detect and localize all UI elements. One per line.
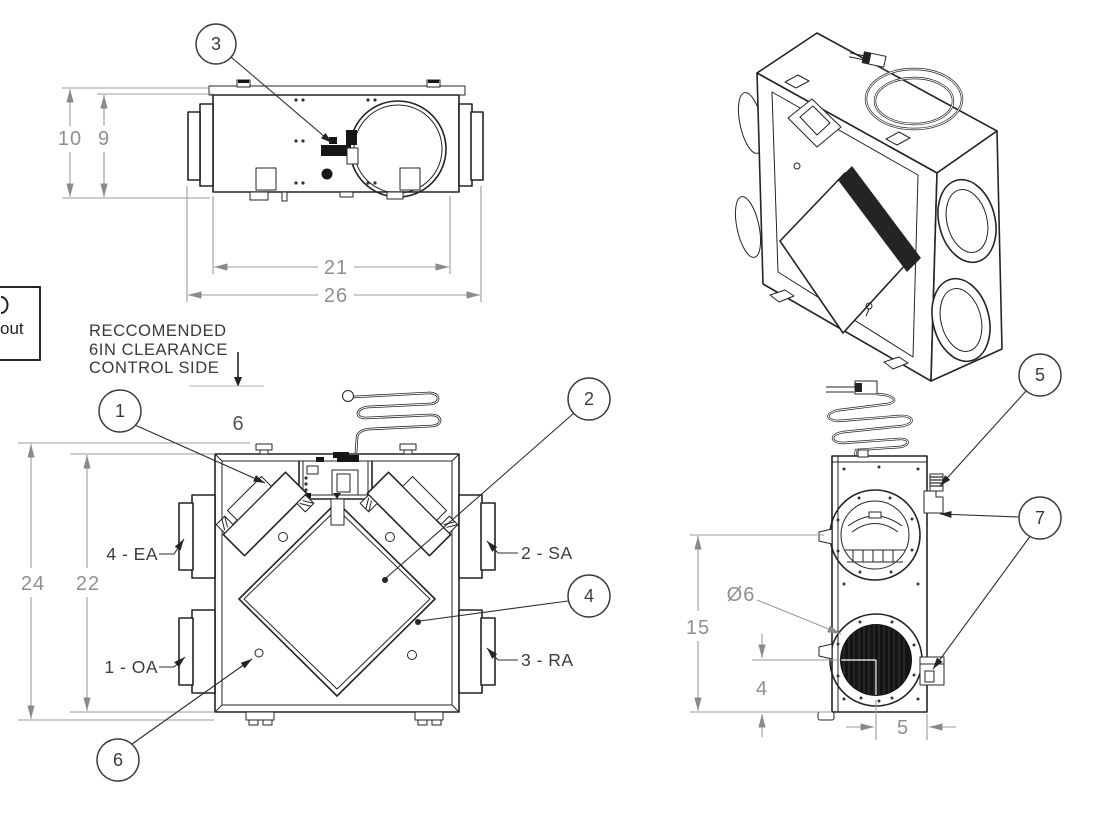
top-view-left-duct-collar — [187, 103, 214, 187]
clearance-line-3: CONTROL SIDE — [89, 359, 219, 377]
balloon-callout-4: 4 — [415, 574, 611, 625]
fan-assembly-right — [359, 471, 459, 557]
electrical-box-bottom — [919, 656, 945, 686]
dim-front-heights: 24 22 — [18, 442, 250, 721]
side-view-foot — [817, 711, 835, 721]
dim-side-width-5: 5 — [846, 700, 956, 740]
top-view-screw-dots — [294, 98, 377, 185]
screw-hole — [407, 650, 417, 660]
port-label-4-EA: 4 - EA — [106, 538, 185, 564]
power-cord-coil-side — [826, 380, 913, 458]
isometric-view — [734, 32, 1003, 382]
balloon-7-number: 7 — [1035, 508, 1045, 528]
balloon-callout-7: 7 — [932, 496, 1062, 670]
balloon-callout-1: 1 — [98, 389, 266, 484]
front-view-cap-screws — [255, 443, 417, 455]
electrical-connector-top — [923, 473, 944, 514]
balloon-callout-3: 3 — [195, 23, 333, 144]
drain-spigot-top — [818, 528, 833, 545]
top-view-cap-screws — [236, 79, 441, 88]
top-view-right-duct-collar — [458, 103, 484, 187]
balloon-callout-5: 5 — [939, 353, 1062, 487]
iso-collar-top-right — [937, 178, 997, 264]
dim-15: 15 — [686, 617, 710, 639]
screw-hole — [278, 532, 288, 542]
front-view: 4 - EA 1 - OA 2 - SA 3 - RA 24 22 6 — [18, 377, 611, 782]
screw-hole — [385, 532, 395, 542]
dim-21: 21 — [324, 257, 348, 279]
top-view-feet — [249, 167, 421, 202]
port-label-1-OA-text: 1 - OA — [104, 657, 158, 677]
port-label-2-SA: 2 - SA — [486, 540, 573, 563]
balloon-1-number: 1 — [115, 401, 125, 421]
port-label-4-EA-text: 4 - EA — [106, 544, 158, 564]
dim-clearance-6: 6 — [232, 413, 243, 435]
dim-diameter-6: Ø6 — [727, 584, 842, 635]
dim-4: 4 — [756, 678, 768, 700]
balloon-4-number: 4 — [584, 586, 594, 606]
clipped-glyph — [0, 296, 9, 314]
port-collar-top-left — [178, 494, 216, 579]
dim-5: 5 — [897, 717, 909, 739]
side-view-screw-dots — [842, 465, 920, 703]
port-label-1-OA: 1 - OA — [104, 656, 186, 677]
iso-interior — [779, 98, 921, 334]
down-arrow-icon — [234, 352, 242, 387]
control-compartment — [298, 452, 373, 500]
side-view-grille-port — [829, 613, 923, 707]
side-view: 15 Ø6 4 5 5 7 — [686, 353, 1062, 740]
grommet — [321, 168, 333, 180]
note-box-text: out — [0, 319, 24, 338]
balloon-5-number: 5 — [1035, 365, 1045, 385]
iso-collar-bottom-right — [931, 277, 991, 363]
port-label-2-SA-text: 2 - SA — [521, 543, 573, 563]
clearance-note: RECCOMENDED 6IN CLEARANCE CONTROL SIDE — [89, 322, 264, 387]
dim-top-heights: 10 9 — [58, 87, 213, 199]
drain-hole — [254, 648, 264, 658]
dim-10: 10 — [58, 128, 82, 150]
drain-spigot-bottom — [818, 643, 833, 660]
top-view: 10 9 21 26 3 — [58, 23, 484, 307]
port-label-3-RA-text: 3 - RA — [521, 650, 574, 670]
note-box: out — [0, 286, 41, 361]
dim-side-height-15: 15 — [686, 534, 832, 713]
balloon-6-number: 6 — [113, 750, 123, 770]
heat-exchanger-core — [238, 493, 436, 697]
dim-top-widths: 21 26 — [186, 186, 482, 307]
port-collar-top-right — [458, 494, 496, 579]
iso-power-cord-coil — [849, 51, 964, 131]
balloon-callout-2: 2 — [382, 377, 611, 583]
dim-dia6: Ø6 — [727, 584, 756, 606]
balloon-2-number: 2 — [584, 389, 594, 409]
fan-assembly-left — [215, 471, 315, 557]
dim-9: 9 — [98, 128, 110, 150]
power-cord-coil-front — [342, 390, 442, 454]
front-view-feet — [245, 711, 444, 726]
clearance-line-1: RECCOMENDED — [89, 322, 227, 340]
port-collar-bottom-left — [178, 609, 216, 694]
cord-connector — [321, 130, 359, 165]
clearance-line-2: 6IN CLEARANCE — [89, 341, 228, 359]
dim-26: 26 — [324, 285, 348, 307]
balloon-callout-6: 6 — [96, 658, 253, 782]
dim-side-bottom-4: 4 — [752, 634, 840, 737]
dim-24: 24 — [21, 573, 45, 595]
port-label-3-RA: 3 - RA — [486, 647, 574, 670]
balloon-3-number: 3 — [211, 34, 221, 54]
dim-22: 22 — [76, 573, 100, 595]
